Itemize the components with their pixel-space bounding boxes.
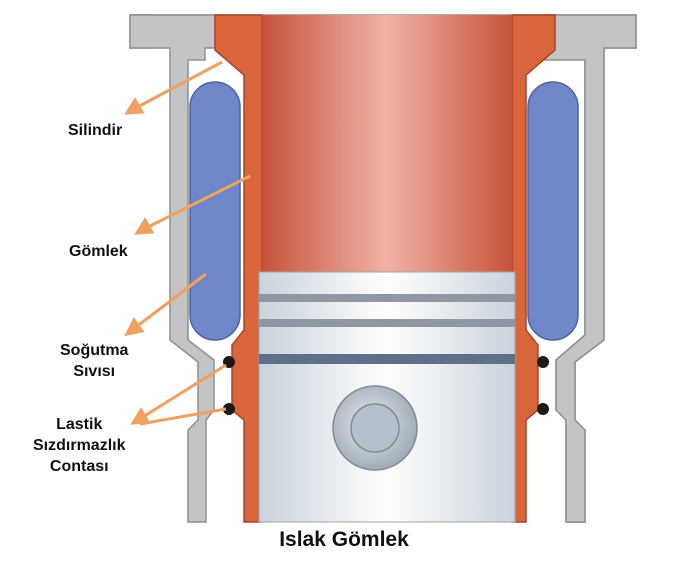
diagram-caption: Islak Gömlek bbox=[279, 528, 409, 551]
arrow-cylinder bbox=[131, 60, 223, 112]
coolant-left bbox=[189, 81, 241, 341]
coolant-right bbox=[527, 81, 579, 341]
arrow-liner bbox=[141, 174, 251, 232]
cylinder-block bbox=[129, 14, 637, 523]
seal-ring-right-upper bbox=[537, 356, 549, 368]
liner-right bbox=[511, 14, 556, 523]
cylinder-bore bbox=[262, 15, 512, 275]
label-liner: Gömlek bbox=[69, 243, 128, 260]
arrow-seal-upper bbox=[137, 363, 227, 422]
seal-ring-right-lower bbox=[537, 403, 549, 415]
label-coolant: Soğutma Sıvısı bbox=[60, 342, 129, 380]
piston bbox=[258, 271, 516, 523]
arrow-seal-lower bbox=[139, 407, 227, 426]
arrows bbox=[124, 60, 251, 426]
label-cylinder: Silindir bbox=[68, 122, 123, 139]
label-seal: Lastik Sızdırmazlık Contası bbox=[33, 416, 126, 475]
seal-ring-left-lower bbox=[223, 403, 235, 415]
arrow-coolant bbox=[131, 272, 207, 332]
